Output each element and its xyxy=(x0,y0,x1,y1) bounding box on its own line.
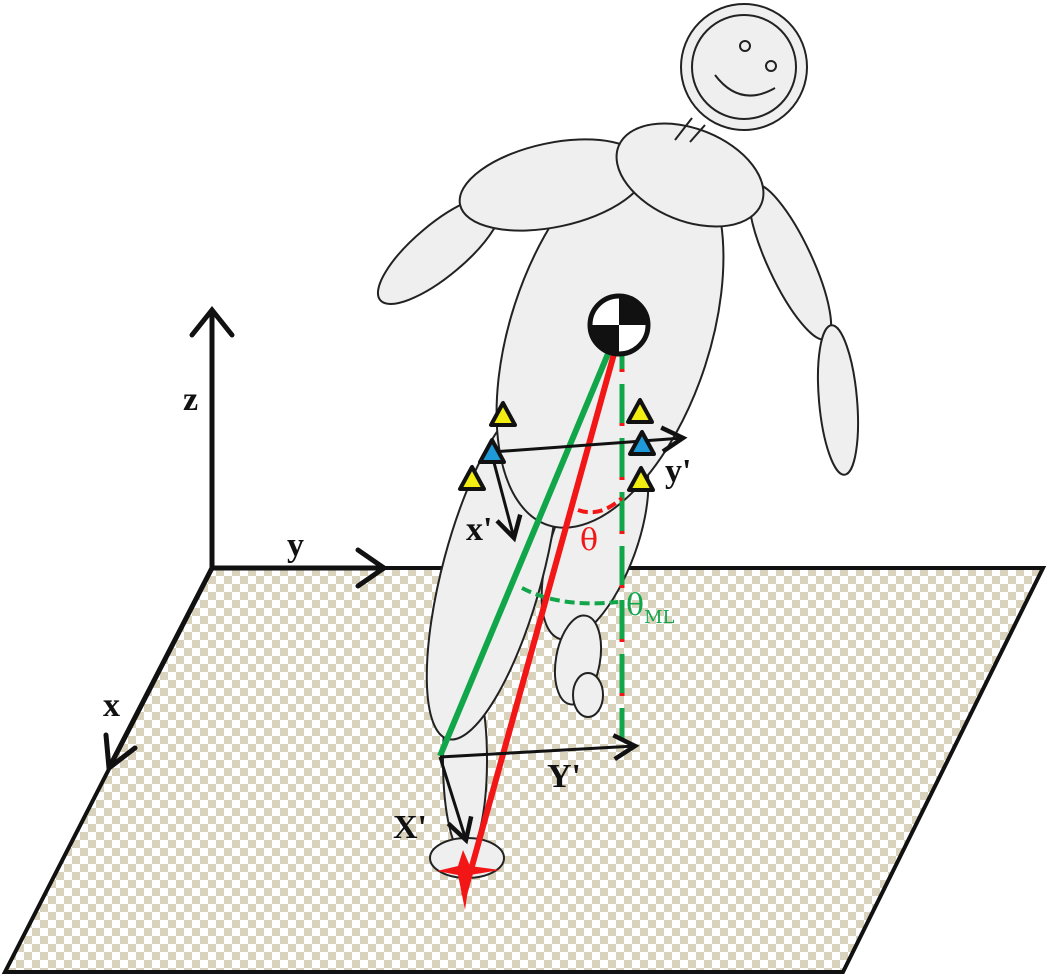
foot-y-label: Y' xyxy=(547,758,581,795)
marker-yellow-icon xyxy=(627,466,655,492)
eye-icon xyxy=(765,60,777,72)
theta-ml-label: θML xyxy=(626,588,674,628)
ml-sway-line xyxy=(437,323,623,758)
marker-yellow-icon xyxy=(458,465,486,491)
marker-yellow-icon xyxy=(626,398,654,424)
smile xyxy=(714,74,776,97)
cop-line xyxy=(461,324,625,896)
global-y-label: y xyxy=(287,527,304,564)
marker-blue-icon xyxy=(628,430,656,456)
right-foot xyxy=(572,672,604,718)
local-y-axis xyxy=(491,425,688,454)
floor-plane xyxy=(1,566,1047,974)
right-shoulder xyxy=(615,122,765,228)
global-x-label: x xyxy=(103,687,120,724)
global-axes xyxy=(103,305,389,773)
marker-yellow-icon xyxy=(489,401,517,427)
head xyxy=(680,3,808,131)
theta-ml-arc xyxy=(521,586,619,606)
right-forearm xyxy=(816,324,860,476)
marker-blue-icon xyxy=(478,438,506,464)
foot-y-axis xyxy=(439,733,640,762)
global-z-label: z xyxy=(183,381,198,418)
eye-icon xyxy=(739,40,751,52)
foot-x-axis xyxy=(438,756,474,845)
theta-label: θ xyxy=(580,523,598,558)
theta-arc xyxy=(577,496,624,515)
foot-x-label: X' xyxy=(393,809,427,846)
local-x-axis xyxy=(490,454,523,543)
center-of-mass-icon xyxy=(587,293,651,357)
cop-star-icon xyxy=(437,850,500,910)
local-y-label: y' xyxy=(665,453,691,490)
local-x-label: x' xyxy=(466,511,492,548)
